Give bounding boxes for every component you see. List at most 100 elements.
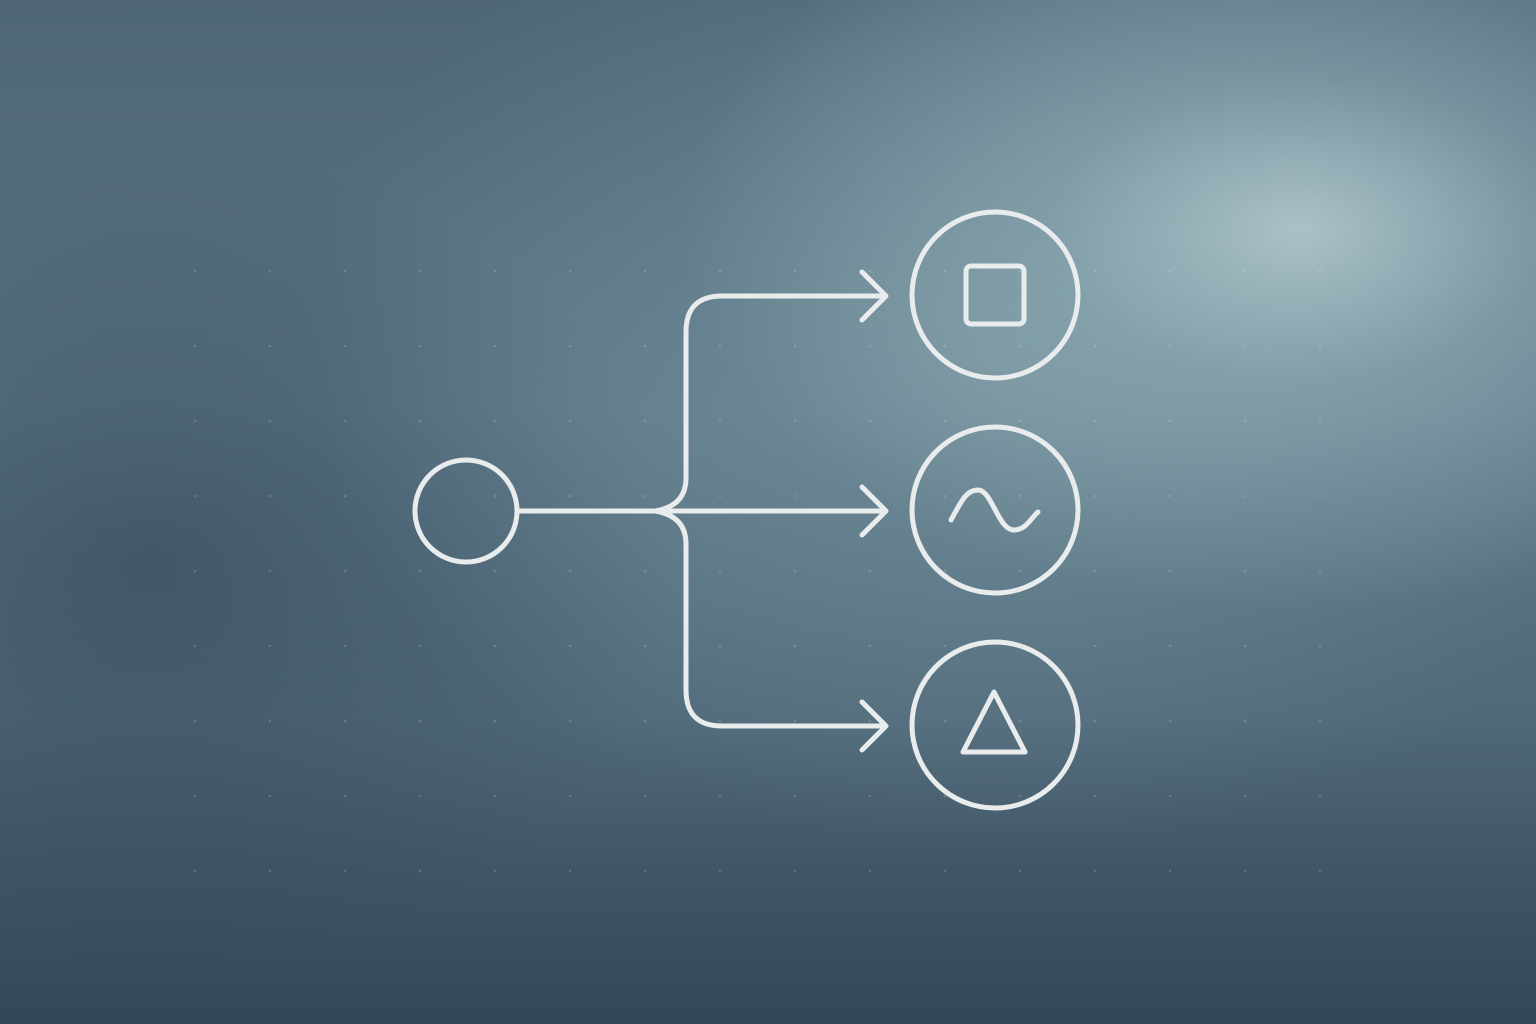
grid-dot — [268, 269, 272, 273]
grid-dot — [1093, 719, 1097, 723]
grid-dot — [1093, 494, 1097, 498]
grid-dot — [793, 569, 797, 573]
grid-dot — [718, 494, 722, 498]
grid-dot — [793, 719, 797, 723]
grid-dot — [193, 869, 197, 873]
grid-dot — [1318, 344, 1322, 348]
arrowhead-top-icon — [859, 269, 889, 323]
grid-dot — [718, 869, 722, 873]
grid-dot — [1243, 419, 1247, 423]
grid-dot — [868, 344, 872, 348]
grid-dot — [1093, 569, 1097, 573]
grid-dot — [1243, 569, 1247, 573]
grid-dot — [493, 644, 497, 648]
grid-dot — [268, 419, 272, 423]
grid-dot — [193, 494, 197, 498]
grid-dot — [418, 869, 422, 873]
grid-dot — [268, 869, 272, 873]
grid-dot — [568, 569, 572, 573]
grid-dot — [193, 419, 197, 423]
grid-dot — [1168, 794, 1172, 798]
grid-dot — [1093, 269, 1097, 273]
target-circle-top — [909, 209, 1081, 381]
target-node-square — [909, 209, 1081, 381]
grid-dot — [943, 269, 947, 273]
grid-dot — [1243, 719, 1247, 723]
grid-dot — [868, 419, 872, 423]
grid-dot — [718, 644, 722, 648]
grid-dot — [943, 719, 947, 723]
grid-dot — [418, 269, 422, 273]
grid-dot — [643, 794, 647, 798]
grid-dot — [193, 344, 197, 348]
grid-dot — [343, 869, 347, 873]
grid-dot — [793, 419, 797, 423]
branch-connector-top — [652, 293, 885, 514]
grid-dot — [418, 719, 422, 723]
target-node-wave — [909, 424, 1081, 596]
grid-dot — [193, 269, 197, 273]
grid-dot — [568, 269, 572, 273]
grid-dot — [718, 344, 722, 348]
grid-dot — [493, 269, 497, 273]
grid-dot — [718, 719, 722, 723]
grid-dot — [493, 719, 497, 723]
grid-dot — [1318, 569, 1322, 573]
grid-dot — [1168, 869, 1172, 873]
grid-dot — [268, 494, 272, 498]
grid-dot — [1318, 644, 1322, 648]
grid-dot — [1243, 644, 1247, 648]
grid-dot — [343, 719, 347, 723]
grid-dot — [868, 719, 872, 723]
grid-dot — [868, 269, 872, 273]
grid-dot — [1168, 269, 1172, 273]
grid-dot — [568, 344, 572, 348]
grid-dot — [718, 794, 722, 798]
source-node — [412, 457, 520, 565]
grid-dot — [1093, 419, 1097, 423]
arrowhead-bottom-icon — [859, 699, 889, 753]
grid-dot — [343, 269, 347, 273]
target-node-triangle — [909, 639, 1081, 811]
grid-dot — [643, 269, 647, 273]
grid-dot — [343, 794, 347, 798]
grid-dot — [193, 794, 197, 798]
grid-dot — [943, 869, 947, 873]
grid-dot — [1318, 794, 1322, 798]
grid-dot — [1018, 869, 1022, 873]
grid-dot — [793, 494, 797, 498]
grid-dot — [1018, 344, 1022, 348]
grid-dot — [1018, 569, 1022, 573]
grid-dot — [568, 494, 572, 498]
grid-dot — [343, 419, 347, 423]
grid-dot — [1168, 644, 1172, 648]
grid-dot — [1318, 869, 1322, 873]
grid-dot — [943, 419, 947, 423]
grid-dot — [343, 644, 347, 648]
grid-dot — [793, 644, 797, 648]
grid-dot — [418, 419, 422, 423]
grid-dot — [1018, 269, 1022, 273]
grid-dot — [718, 419, 722, 423]
grid-dot — [1243, 869, 1247, 873]
grid-dot — [868, 869, 872, 873]
grid-dot — [493, 569, 497, 573]
grid-dot — [568, 644, 572, 648]
target-circle-middle — [909, 424, 1081, 596]
branch-connector-bottom — [652, 508, 885, 729]
grid-dot — [868, 644, 872, 648]
grid-dot — [643, 419, 647, 423]
grid-dot — [643, 719, 647, 723]
grid-dot — [1093, 644, 1097, 648]
grid-dot — [268, 794, 272, 798]
grid-dot — [1093, 869, 1097, 873]
grid-dot — [343, 344, 347, 348]
grid-dot — [343, 494, 347, 498]
grid-dot — [268, 644, 272, 648]
dot-grid — [193, 269, 1322, 873]
grid-dot — [418, 569, 422, 573]
grid-dot — [643, 569, 647, 573]
grid-dot — [643, 869, 647, 873]
